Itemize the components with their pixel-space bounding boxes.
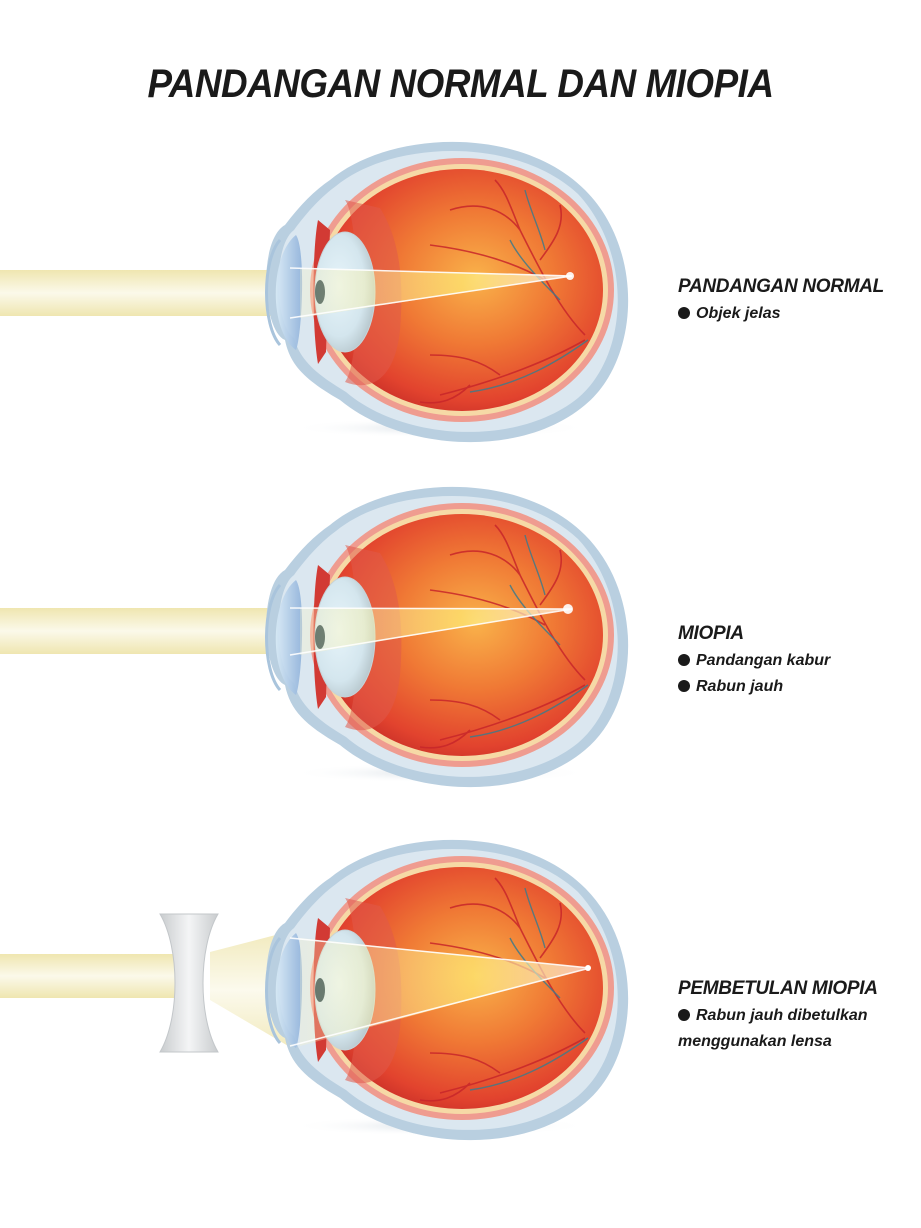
focal-point: [585, 965, 591, 971]
light-beam: [0, 270, 290, 316]
bullet-dot-icon: [678, 307, 690, 319]
heading-normal: PANDANGAN NORMAL: [678, 276, 884, 297]
correction-eye-diagram: [0, 838, 630, 1142]
light-beam: [0, 608, 290, 654]
panel-normal-vision: PANDANGAN NORMAL Objek jelas: [0, 130, 921, 460]
light-beam: [0, 954, 180, 998]
concave-lens-icon: [159, 913, 219, 1053]
bullet-item: Objek jelas: [678, 303, 884, 325]
panel-myopia: MIOPIA Pandangan kabur Rabun jauh: [0, 475, 921, 805]
bullet-dot-icon: [678, 1009, 690, 1021]
focal-point: [563, 604, 573, 614]
label-normal: PANDANGAN NORMAL Objek jelas: [678, 276, 884, 325]
bullet-item: Rabun jauh: [678, 676, 830, 698]
bullet-dot-icon: [678, 680, 690, 692]
page-title: PANDANGAN NORMAL DAN MIOPIA: [147, 62, 774, 106]
bullet-item: Pandangan kabur: [678, 650, 830, 672]
heading-myopia: MIOPIA: [678, 623, 744, 644]
normal-eye-diagram: [0, 140, 630, 444]
bullet-dot-icon: [678, 654, 690, 666]
bullet-item: Rabun jauh dibetulkan: [678, 1005, 878, 1027]
heading-correction: PEMBETULAN MIOPIA: [678, 978, 878, 999]
myopia-eye-diagram: [0, 485, 630, 789]
panel-myopia-correction: PEMBETULAN MIOPIA Rabun jauh dibetulkan …: [0, 828, 921, 1158]
bullet-continuation: menggunakan lensa: [678, 1033, 832, 1050]
focal-point: [566, 272, 574, 280]
label-myopia: MIOPIA Pandangan kabur Rabun jauh: [678, 623, 830, 698]
label-correction: PEMBETULAN MIOPIA Rabun jauh dibetulkan …: [678, 978, 878, 1053]
